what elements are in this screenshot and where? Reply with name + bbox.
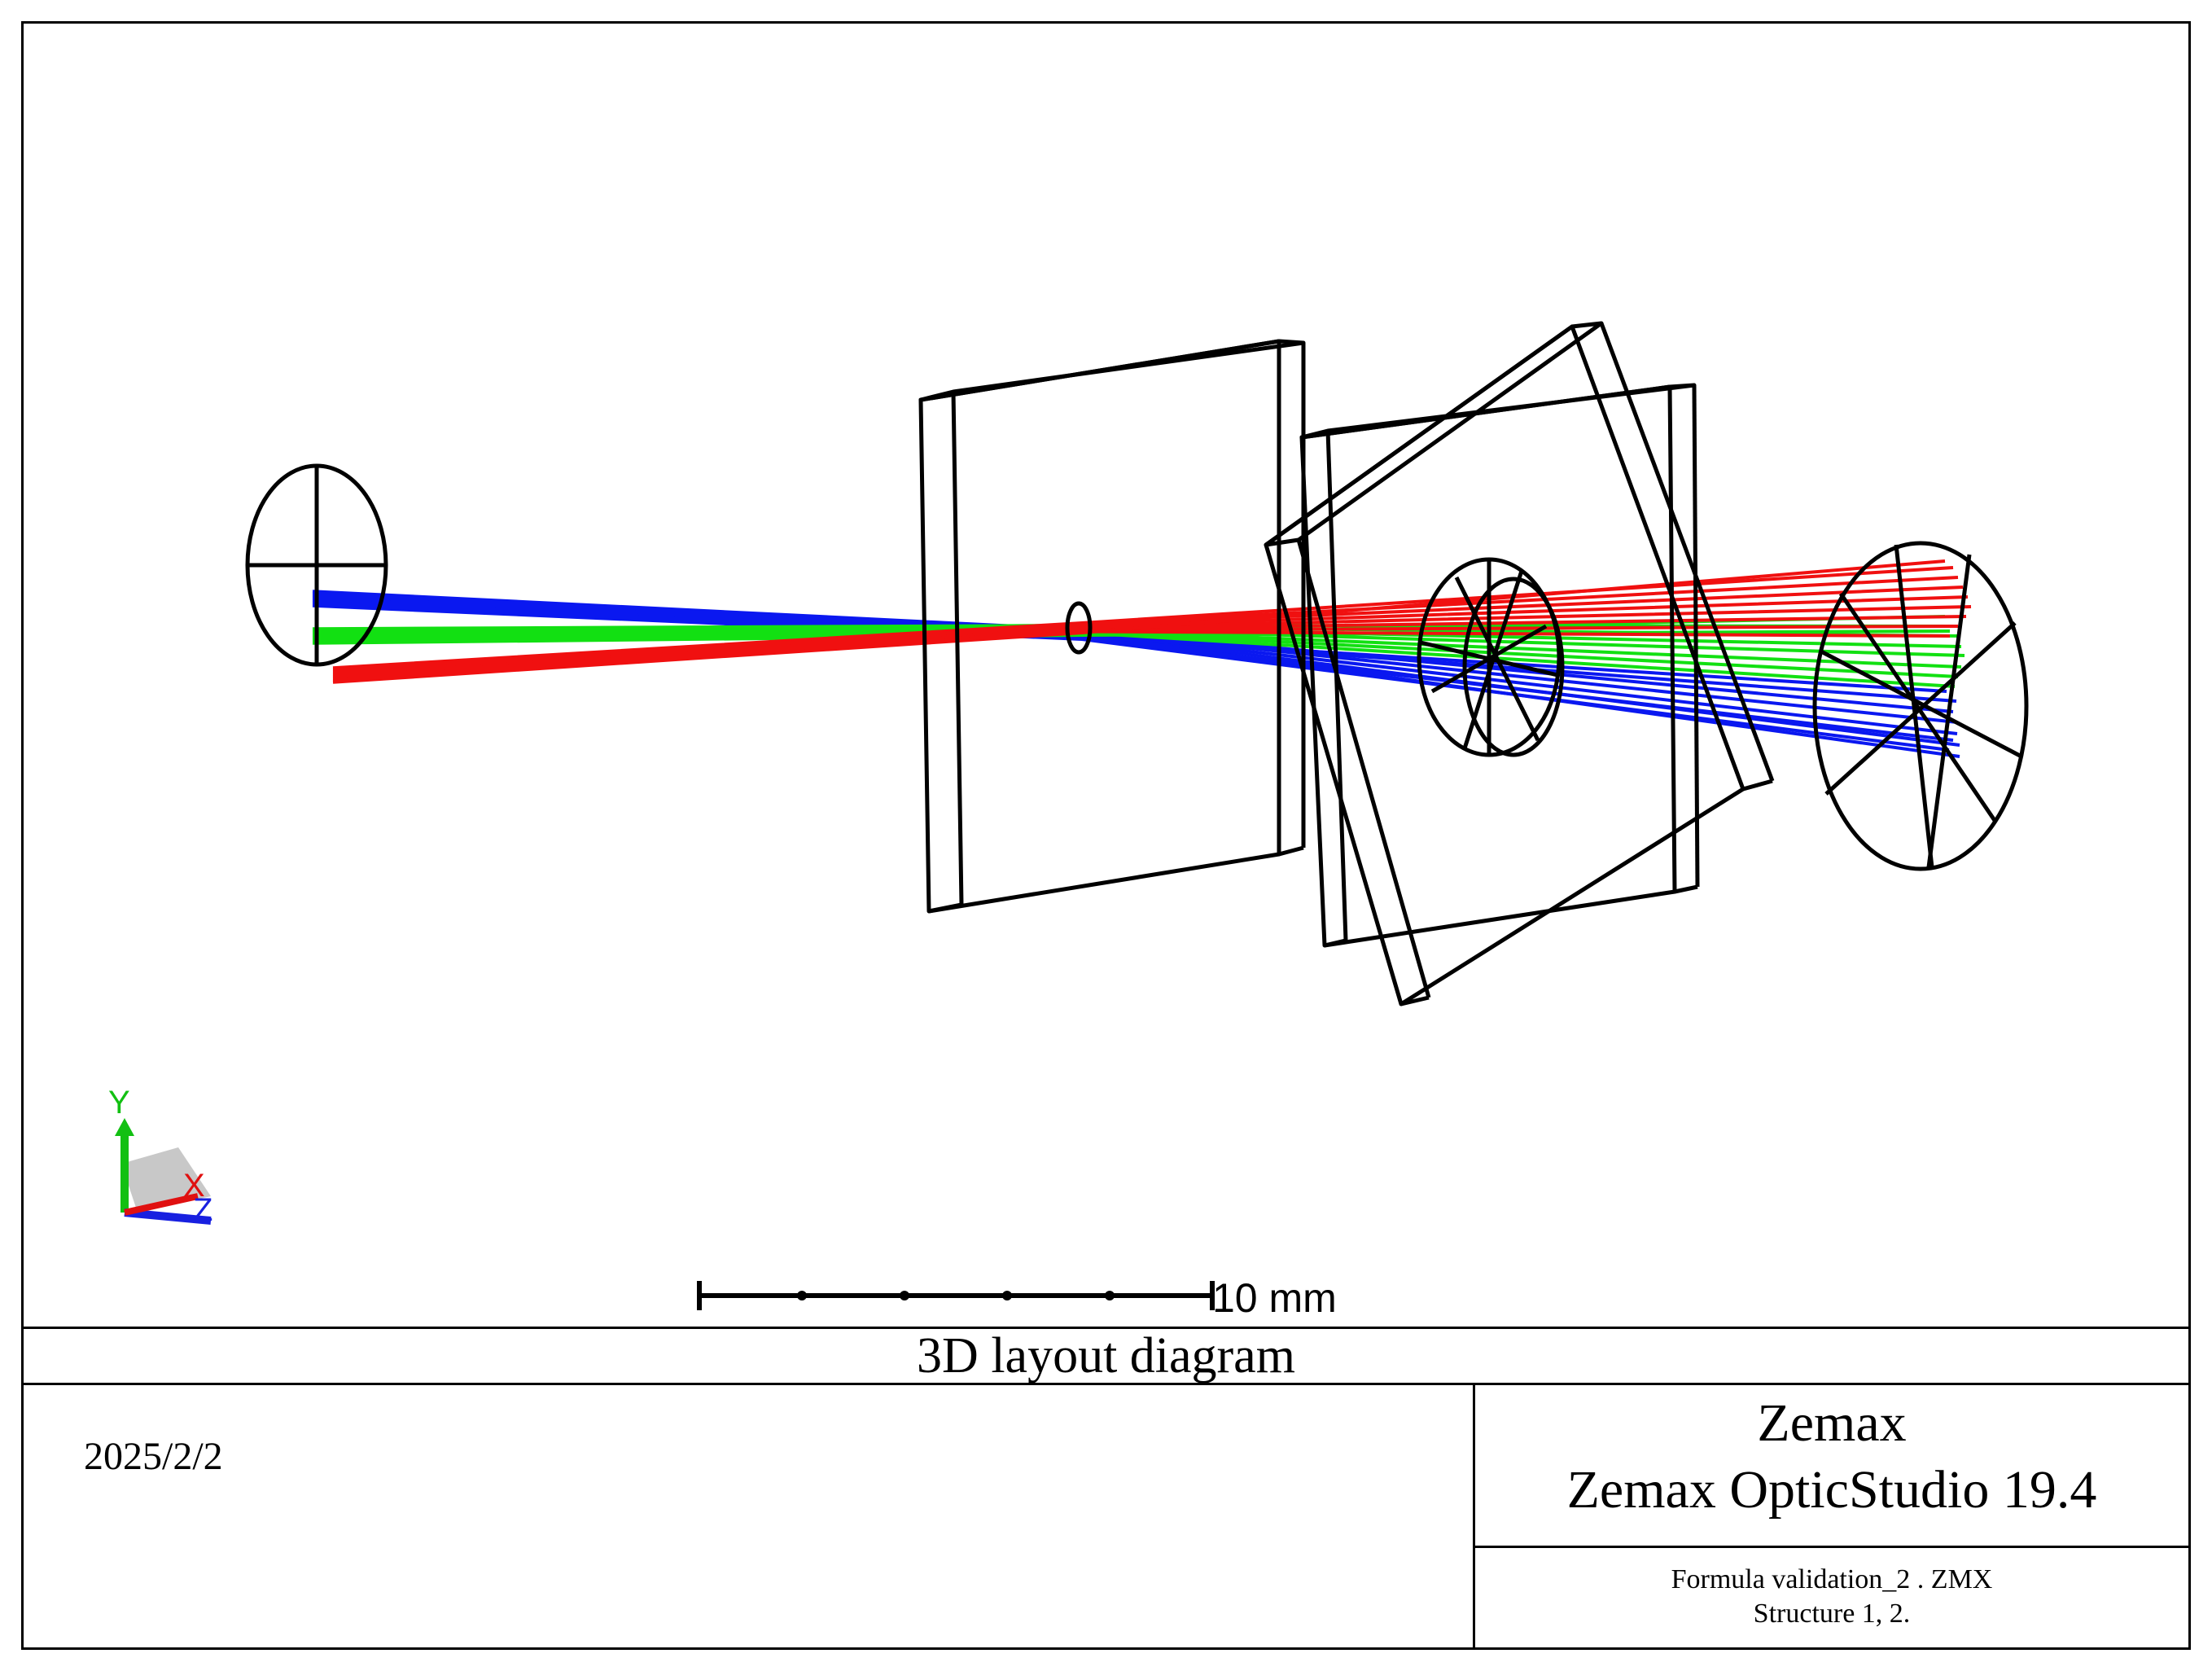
date-text: 2025/2/2 [84,1435,223,1478]
product-name: Zemax OpticStudio 19.4 [1566,1460,2097,1520]
layout-frame: Y X Z 10 mm 3D layout diagram 2025/2/2 Z… [21,21,2191,1650]
title-block-file: Formula validation_2 . ZMX Structure 1, … [1475,1548,2188,1647]
intermediate-surface [1417,557,1565,757]
title-block-company: Zemax Zemax OpticStudio 19.4 [1475,1385,2188,1548]
axis-y-label: Y [108,1085,130,1121]
ray-line [332,559,1946,684]
title-block-left: 2025/2/2 [24,1385,1475,1647]
scale-bar [697,1281,1215,1310]
company-name: Zemax [1757,1393,1907,1453]
image-surface [1812,541,2029,871]
axis-x-label: X [183,1168,205,1204]
scale-bar-label: 10 mm [1212,1275,1337,1321]
aperture-stop [1065,601,1093,655]
ray-line [312,603,1950,752]
object-surface [245,463,388,667]
ray-line [312,629,1951,645]
diagram-title: 3D layout diagram [24,1327,2188,1385]
layout-plot-area: Y X Z 10 mm [24,24,2188,1327]
optical-layout-drawing: Y X Z [108,321,2029,1310]
structure-text: Structure 1, 2. [1753,1599,1911,1629]
file-name: Formula validation_2 . ZMX [1671,1564,1993,1594]
axes-triad: Y X Z [108,1085,212,1228]
plate-element-2 [1299,383,1700,948]
plate-element-1 [918,339,1306,914]
axis-z-label: Z [193,1192,212,1228]
plate-element-3-tilted [1264,321,1775,1007]
